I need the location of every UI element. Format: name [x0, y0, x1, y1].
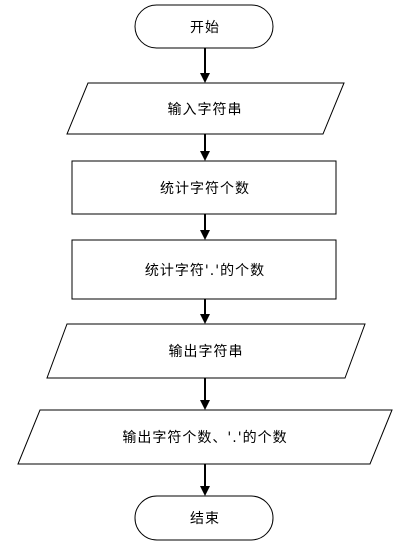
start-node: 开始: [134, 4, 274, 49]
output-counts-label: 输出字符个数、'.'的个数: [122, 430, 287, 446]
edge-output-string-to-output-counts: [200, 378, 210, 410]
count-dots-label: 统计字符'.'的个数: [145, 263, 265, 279]
count-dots-node: 统计字符'.'的个数: [71, 239, 337, 300]
output-string-label: 输出字符串: [169, 344, 244, 360]
edge-start-to-input: [200, 48, 210, 83]
edge-count-dots-to-output-string: [200, 299, 210, 324]
count-chars-label: 统计字符个数: [160, 181, 250, 197]
edge-output-counts-to-end: [200, 464, 210, 496]
end-node: 结束: [134, 495, 274, 541]
edge-count-chars-to-count-dots: [200, 214, 210, 240]
edge-input-to-count-chars: [200, 134, 210, 161]
start-label: 开始: [190, 20, 220, 36]
end-label: 结束: [190, 511, 220, 527]
input-string-label: 输入字符串: [168, 102, 243, 118]
count-chars-node: 统计字符个数: [71, 160, 337, 215]
output-counts-node: 输出字符个数、'.'的个数: [17, 409, 393, 465]
output-string-node: 输出字符串: [46, 323, 366, 379]
input-string-node: 输入字符串: [66, 82, 345, 135]
